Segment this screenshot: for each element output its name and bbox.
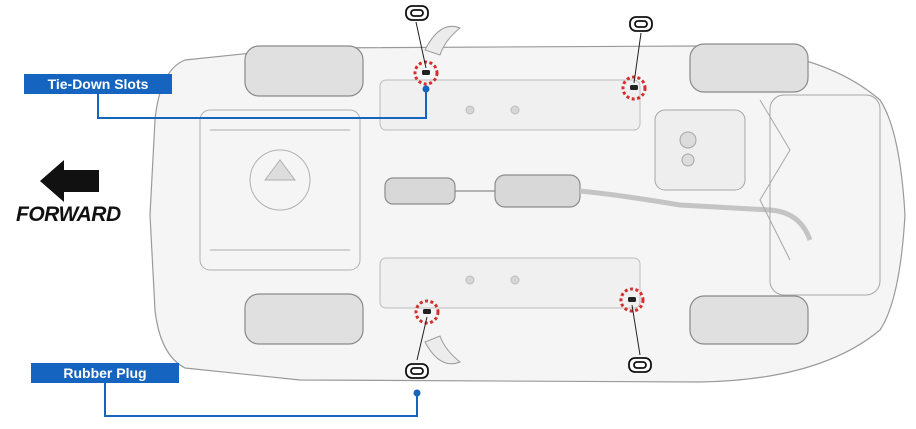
rubber-plug-icon [406,6,428,20]
rubber-plug-label: Rubber Plug [31,363,179,383]
rubber-plug-icon [406,364,428,378]
rubber-plug-icon [630,17,652,31]
forward-direction-label: FORWARD [16,203,136,227]
leader-dot-rubber [414,390,421,397]
arrow-left-icon [40,160,99,202]
rubber-plug-icon [629,358,651,372]
leader-dot-tiedown [423,86,430,93]
tie-down-slots-label: Tie-Down Slots [24,74,172,94]
